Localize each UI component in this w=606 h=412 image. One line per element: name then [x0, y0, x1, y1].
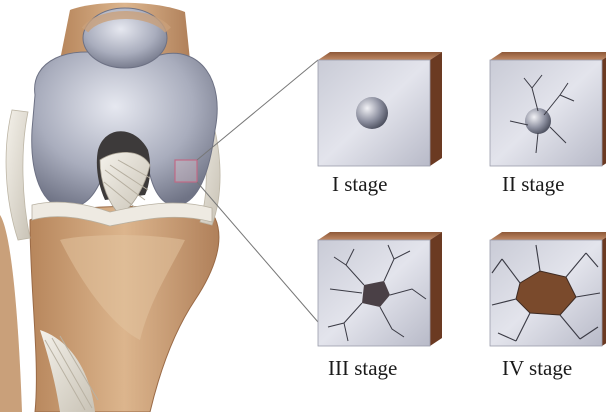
cartilage-stage-blocks [318, 52, 606, 346]
stage-3-block [318, 232, 442, 346]
stage-2-block [490, 52, 606, 166]
stage-1-label: I stage [332, 172, 387, 197]
stage-2-label: II stage [502, 172, 564, 197]
magnified-region-marker [175, 160, 197, 182]
blister-lesion [356, 97, 388, 129]
fibula-bone [0, 215, 22, 412]
stage-1-block [318, 52, 442, 166]
stage-4-label: IV stage [502, 356, 572, 381]
lateral-ligament [6, 110, 30, 240]
stage-4-block [490, 232, 606, 346]
stage-3-label: III stage [328, 356, 397, 381]
knee-joint-illustration [0, 3, 220, 412]
